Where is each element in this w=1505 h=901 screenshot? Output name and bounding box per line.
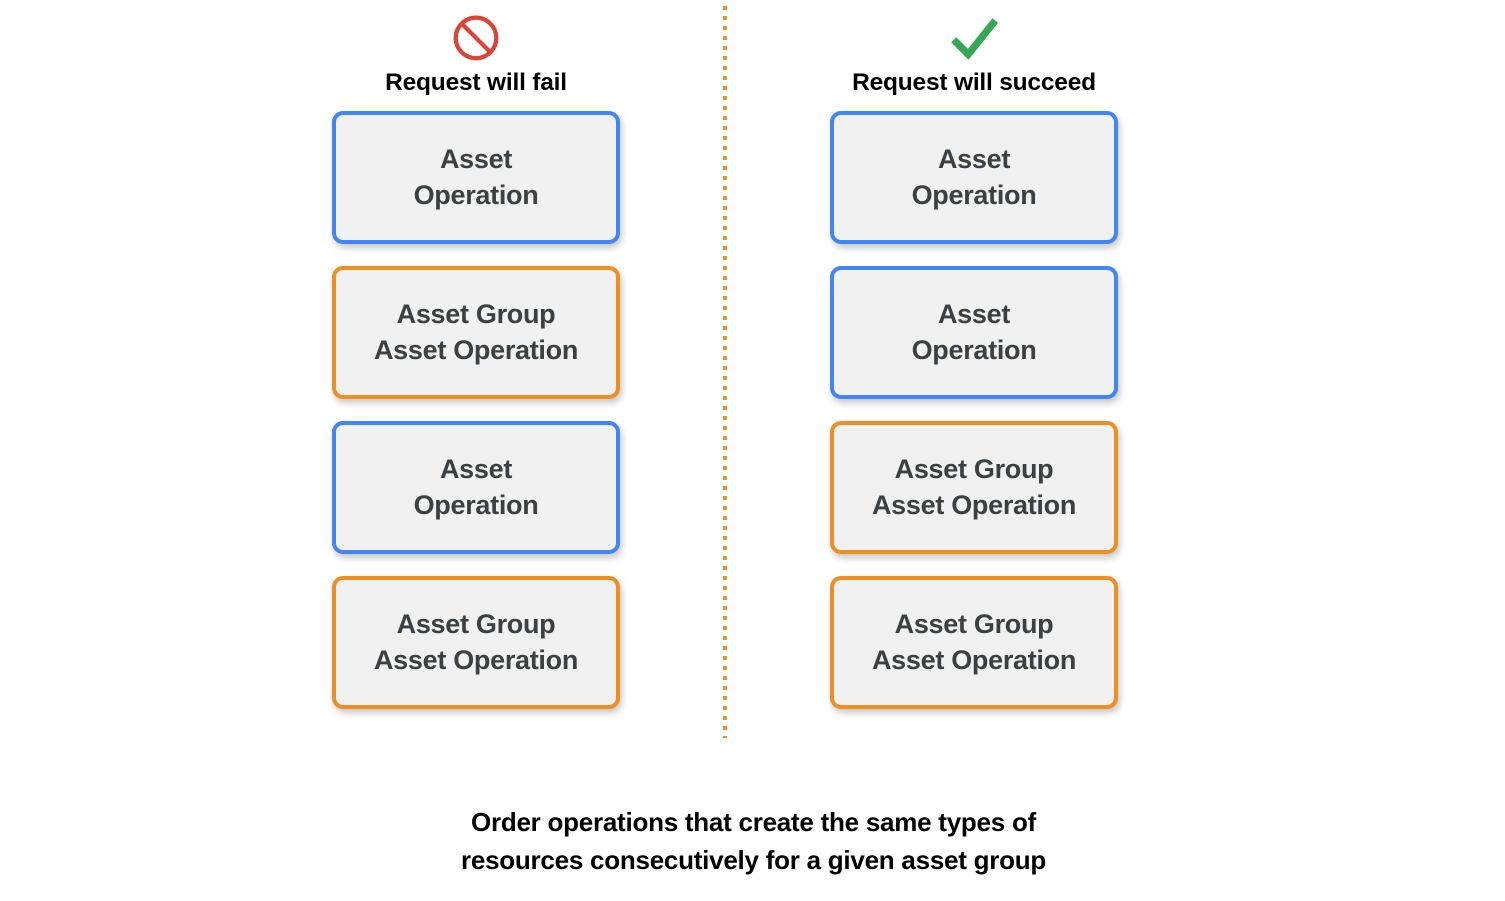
operation-box-asset-group-asset-operation[interactable]: Asset Group Asset Operation — [830, 421, 1118, 554]
diagram-caption: Order operations that create the same ty… — [0, 766, 1505, 880]
checkmark-icon — [951, 18, 999, 60]
column-header-fail: Request will fail — [286, 8, 666, 97]
operation-box-label: Asset Operation — [911, 143, 1037, 210]
column-divider — [723, 6, 727, 738]
diagram-caption-text: Order operations that create the same ty… — [460, 806, 1047, 875]
operation-stack-succeed: Asset Operation Asset Operation Asset Gr… — [830, 111, 1118, 709]
operation-box-asset-operation[interactable]: Asset Operation — [830, 266, 1118, 399]
operation-box-asset-operation[interactable]: Asset Operation — [332, 111, 620, 244]
column-header-succeed: Request will succeed — [784, 8, 1164, 97]
operation-box-asset-operation[interactable]: Asset Operation — [830, 111, 1118, 244]
operation-box-asset-group-asset-operation[interactable]: Asset Group Asset Operation — [830, 576, 1118, 709]
operation-box-asset-group-asset-operation[interactable]: Asset Group Asset Operation — [332, 266, 620, 399]
operation-box-asset-group-asset-operation[interactable]: Asset Group Asset Operation — [332, 576, 620, 709]
operation-box-label: Asset Group Asset Operation — [871, 608, 1077, 675]
operation-box-label: Asset Group Asset Operation — [373, 608, 579, 675]
operation-box-label: Asset Operation — [413, 143, 539, 210]
operation-box-asset-operation[interactable]: Asset Operation — [332, 421, 620, 554]
operation-box-label: Asset Group Asset Operation — [373, 298, 579, 365]
column-title-succeed: Request will succeed — [852, 69, 1096, 96]
column-title-fail: Request will fail — [385, 69, 567, 96]
operation-box-label: Asset Group Asset Operation — [871, 453, 1077, 520]
operation-box-label: Asset Operation — [413, 453, 539, 520]
prohibited-icon — [453, 15, 499, 61]
operation-stack-fail: Asset Operation Asset Group Asset Operat… — [332, 111, 620, 709]
operation-box-label: Asset Operation — [911, 298, 1037, 365]
